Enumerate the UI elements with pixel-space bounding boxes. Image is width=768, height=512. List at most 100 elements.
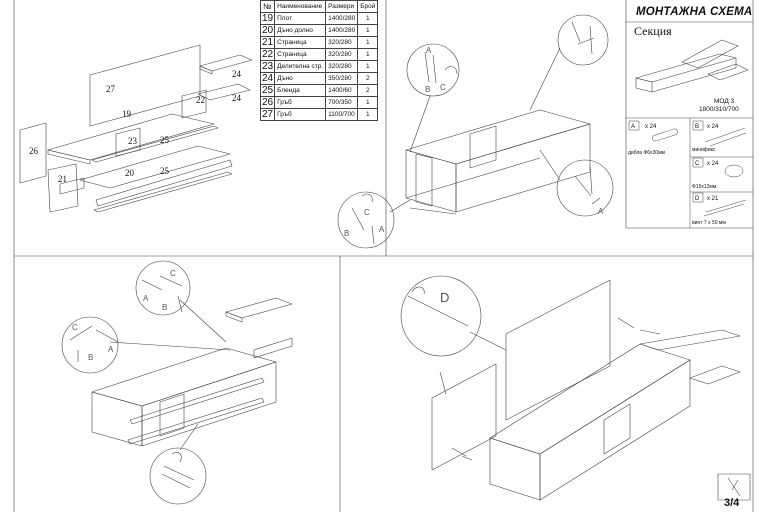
callout-a-3: A (379, 225, 385, 234)
cell-name: Плот (274, 12, 327, 25)
cell-no: 19 (259, 12, 276, 25)
product-preview (635, 39, 749, 93)
product-name: Секция (634, 24, 672, 38)
label-22: 22 (196, 95, 205, 105)
assembly-step-4 (400, 275, 751, 501)
cell-size: 1400/60 (325, 84, 359, 97)
label-24a: 24 (232, 69, 242, 79)
callout-c-4: C (72, 323, 78, 332)
sheet-frame (13, 0, 754, 512)
callout-c-1: C (440, 83, 446, 92)
exploded-part-labels: 27 19 22 24 24 23 25 26 20 25 21 (29, 69, 242, 184)
cell-qty: 1 (357, 48, 379, 61)
exploded-view (19, 44, 253, 213)
label-21: 21 (58, 174, 67, 184)
label-26: 26 (29, 146, 39, 156)
hw-a-qty: x 24 (645, 124, 657, 130)
cell-qty: 1 (357, 108, 379, 121)
cell-qty: 1 (357, 96, 379, 109)
col-no: № (259, 0, 276, 13)
model-label: МОД 3 (714, 98, 735, 105)
callout-a-2: A (598, 207, 604, 216)
cell-size: 350/280 (325, 72, 359, 85)
page-number: 3/4 (724, 497, 740, 509)
cell-size: 700/350 (325, 96, 359, 109)
hw-c-desc: Ф15х12мм (692, 184, 717, 190)
label-23: 23 (128, 136, 138, 146)
cell-size: 1100/700 (325, 108, 359, 121)
col-name: Наименование (274, 0, 327, 13)
cell-name: Страница (274, 36, 327, 49)
cell-name: Бленда (274, 84, 327, 97)
assembly-step-3 (61, 260, 293, 505)
cell-no: 24 (259, 72, 276, 85)
label-20: 20 (125, 168, 135, 178)
cell-name: Страница (274, 48, 327, 61)
cell-size: 1400/280 (325, 12, 359, 25)
parts-table-header: № Наименование Размери Брой (259, 0, 379, 13)
col-qty: Брой (357, 0, 379, 13)
product-dimensions: 1800/310/700 (699, 106, 739, 113)
cell-size: 320/280 (325, 36, 359, 49)
hw-b-desc: минификс (692, 147, 716, 153)
hw-c-letter: C (695, 161, 700, 167)
callout-letters-top: A B C A C B A (344, 46, 604, 238)
callout-b-4: B (88, 353, 93, 362)
label-24b: 24 (232, 93, 242, 103)
cell-no: 20 (259, 24, 276, 37)
callout-c-3: C (170, 269, 176, 278)
cell-name: Дъно долно (274, 24, 327, 37)
cell-name: Гръб (274, 96, 327, 109)
cell-no: 23 (259, 60, 276, 73)
cell-qty: 1 (357, 12, 379, 25)
callout-letters-right: D (440, 290, 449, 305)
label-25b: 25 (160, 166, 170, 176)
hw-d-letter: D (695, 196, 700, 202)
callout-a-4: A (143, 294, 149, 303)
hw-c-qty: x 24 (707, 161, 719, 167)
callout-b-3: B (162, 303, 167, 312)
carcass-step (405, 109, 591, 215)
cell-qty: 1 (357, 36, 379, 49)
cell-size: 320/280 (325, 48, 359, 61)
cell-name: Делителна стр. (274, 60, 327, 73)
cell-no: 21 (259, 36, 276, 49)
callout-c-2: C (364, 208, 370, 217)
hw-d-desc: винт 7 х 50 мм (692, 220, 726, 226)
hardware-letters: A B C D x 24 x 24 x 24 x 21 (631, 124, 719, 202)
col-size: Размери (325, 0, 359, 13)
callout-a-1: A (426, 46, 432, 55)
hw-d-qty: x 21 (707, 196, 719, 202)
cell-qty: 2 (357, 72, 379, 85)
cell-name: Дъно (274, 72, 327, 85)
label-25a: 25 (160, 135, 170, 145)
cell-no: 26 (259, 96, 276, 109)
hardware-legend (628, 118, 753, 228)
label-27: 27 (106, 84, 116, 94)
callout-d: D (440, 290, 449, 305)
cell-no: 22 (259, 48, 276, 61)
cell-name: Гръб (274, 108, 327, 121)
cell-size: 320/280 (325, 60, 359, 73)
label-19: 19 (122, 109, 132, 119)
cell-no: 27 (259, 108, 276, 121)
sheet-title: МОНТАЖНА СХЕМА (636, 6, 753, 18)
callout-b-2: B (344, 229, 349, 238)
callout-b-1: B (425, 85, 430, 94)
cell-no: 25 (259, 84, 276, 97)
hw-b-letter: B (695, 124, 699, 130)
callout-a-5: A (108, 345, 114, 354)
detail-callouts-top (337, 14, 614, 249)
cell-qty: 1 (357, 60, 379, 73)
